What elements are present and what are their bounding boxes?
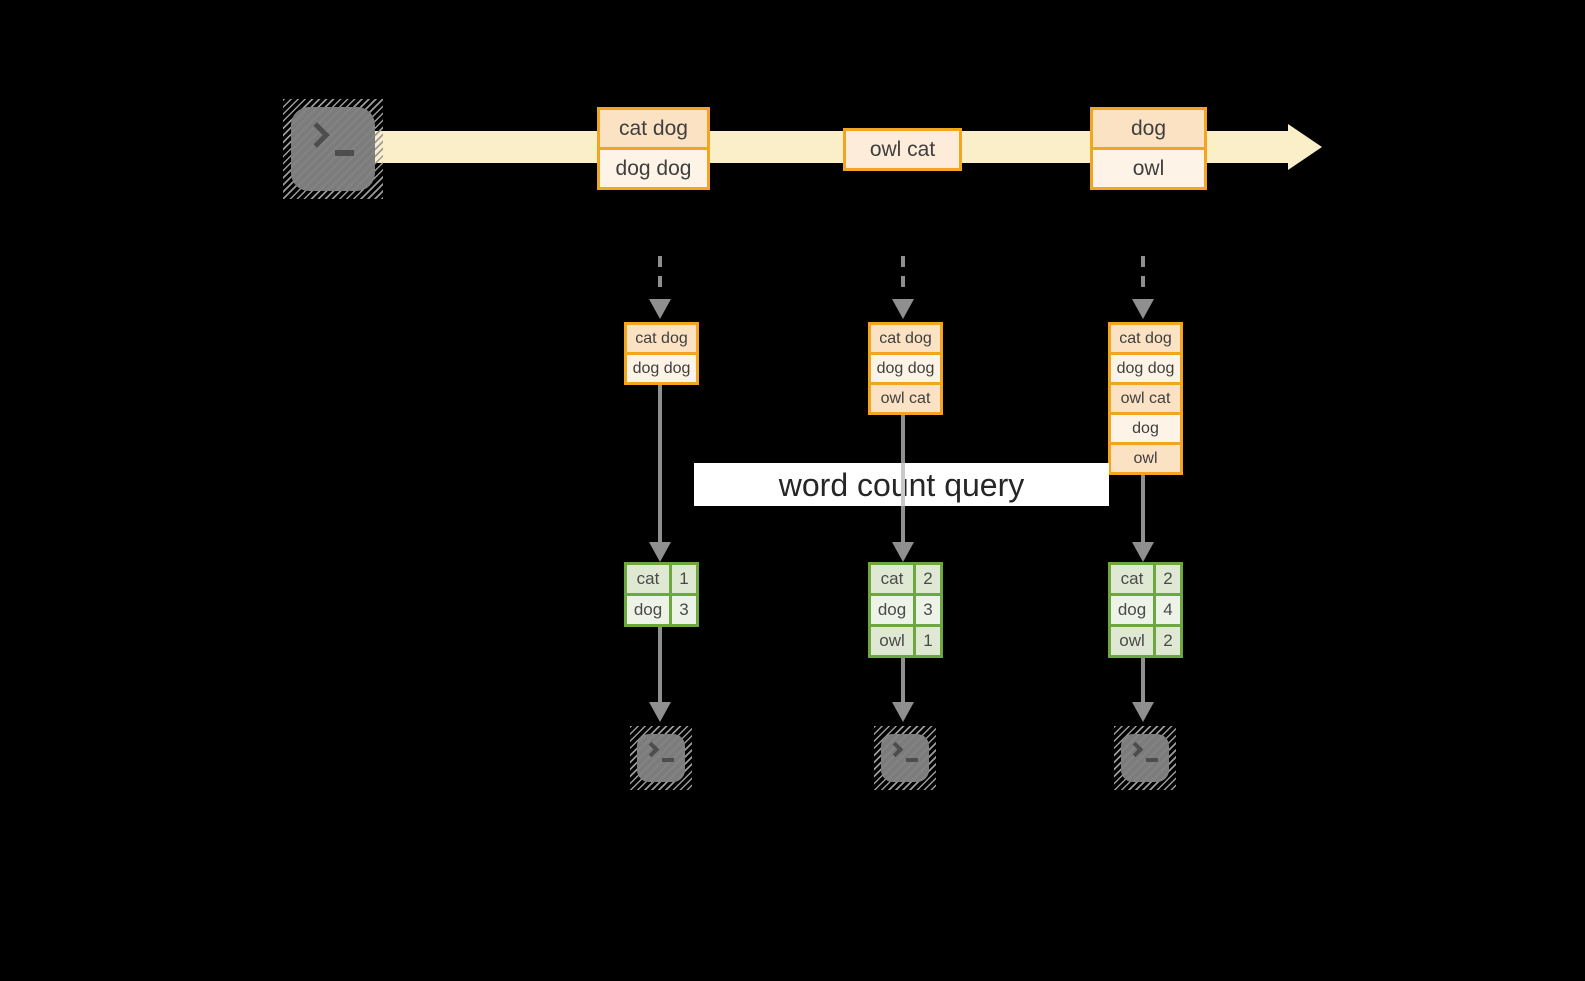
count-cell: 1: [913, 627, 940, 655]
table-row: cat 1: [627, 565, 696, 593]
state-item: dog: [1111, 412, 1180, 442]
query-arrow-3: [1141, 475, 1145, 542]
dashed-arrow-2: [901, 256, 905, 296]
prompt-underscore-icon: [662, 758, 674, 762]
word-cell: dog: [871, 596, 913, 624]
word-cell: cat: [1111, 565, 1153, 593]
prompt-underscore-icon: [906, 758, 918, 762]
prompt-chevron-icon: [643, 741, 660, 758]
state-item: dog dog: [1111, 352, 1180, 382]
count-cell: 2: [1153, 627, 1180, 655]
state-item: owl: [1111, 442, 1180, 472]
table-row: owl 2: [1111, 624, 1180, 655]
state-buffer-1: cat dog dog dog: [624, 322, 699, 385]
arrowhead-icon: [1132, 542, 1154, 562]
word-cell: dog: [627, 596, 669, 624]
terminal-screen: [881, 734, 929, 782]
count-table-2: cat 2 dog 3 owl 1: [868, 562, 943, 658]
state-item: cat dog: [627, 325, 696, 352]
query-arrow-1: [658, 385, 662, 542]
arrowhead-icon: [892, 299, 914, 319]
output-arrow-3: [1141, 658, 1145, 702]
table-row: dog 3: [627, 593, 696, 624]
arrowhead-icon: [892, 702, 914, 722]
table-row: dog 3: [871, 593, 940, 624]
stream-message-1: cat dog dog dog: [597, 107, 710, 190]
prompt-chevron-icon: [887, 741, 904, 758]
state-item: dog dog: [627, 352, 696, 382]
output-arrow-1: [658, 627, 662, 702]
count-cell: 4: [1153, 596, 1180, 624]
message-line: dog dog: [600, 147, 707, 187]
message-line: cat dog: [600, 110, 707, 147]
prompt-underscore-icon: [1146, 758, 1158, 762]
state-item: cat dog: [871, 325, 940, 352]
dashed-arrow-3: [1141, 256, 1145, 296]
query-arrow-2: [901, 415, 905, 463]
query-arrow-2: [901, 506, 905, 542]
state-item: cat dog: [1111, 325, 1180, 352]
count-table-3: cat 2 dog 4 owl 2: [1108, 562, 1183, 658]
output-arrow-2: [901, 658, 905, 702]
count-cell: 3: [669, 596, 696, 624]
state-buffer-2: cat dog dog dog owl cat: [868, 322, 943, 415]
count-table-1: cat 1 dog 3: [624, 562, 699, 627]
message-line: dog: [1093, 110, 1204, 147]
table-row: cat 2: [871, 565, 940, 593]
word-cell: dog: [1111, 596, 1153, 624]
arrowhead-icon: [649, 542, 671, 562]
sink-terminal-icon-3: [1114, 726, 1176, 790]
stream-message-3: dog owl: [1090, 107, 1207, 190]
query-arrow-2-through-banner: [901, 463, 905, 506]
state-item: dog dog: [871, 352, 940, 382]
word-cell: owl: [871, 627, 913, 655]
source-terminal-icon: [283, 99, 383, 199]
sink-terminal-icon-2: [874, 726, 936, 790]
count-cell: 2: [1153, 565, 1180, 593]
prompt-chevron-icon: [304, 122, 330, 148]
arrowhead-icon: [1132, 299, 1154, 319]
prompt-chevron-icon: [1127, 741, 1144, 758]
terminal-screen: [637, 734, 685, 782]
count-cell: 2: [913, 565, 940, 593]
table-row: dog 4: [1111, 593, 1180, 624]
arrowhead-icon: [649, 702, 671, 722]
terminal-screen: [1121, 734, 1169, 782]
stream-message-2: owl cat: [843, 128, 962, 171]
count-cell: 1: [669, 565, 696, 593]
stream-arrowhead-icon: [1288, 124, 1322, 170]
dashed-arrow-1: [658, 256, 662, 296]
prompt-underscore-icon: [335, 150, 354, 156]
word-cell: owl: [1111, 627, 1153, 655]
arrowhead-icon: [1132, 702, 1154, 722]
terminal-screen: [291, 107, 375, 191]
table-row: cat 2: [1111, 565, 1180, 593]
count-cell: 3: [913, 596, 940, 624]
arrowhead-icon: [649, 299, 671, 319]
state-item: owl cat: [1111, 382, 1180, 412]
state-item: owl cat: [871, 382, 940, 412]
table-row: owl 1: [871, 624, 940, 655]
word-cell: cat: [871, 565, 913, 593]
word-cell: cat: [627, 565, 669, 593]
message-line: owl cat: [846, 131, 959, 168]
arrowhead-icon: [892, 542, 914, 562]
message-line: owl: [1093, 147, 1204, 187]
state-buffer-3: cat dog dog dog owl cat dog owl: [1108, 322, 1183, 475]
sink-terminal-icon-1: [630, 726, 692, 790]
